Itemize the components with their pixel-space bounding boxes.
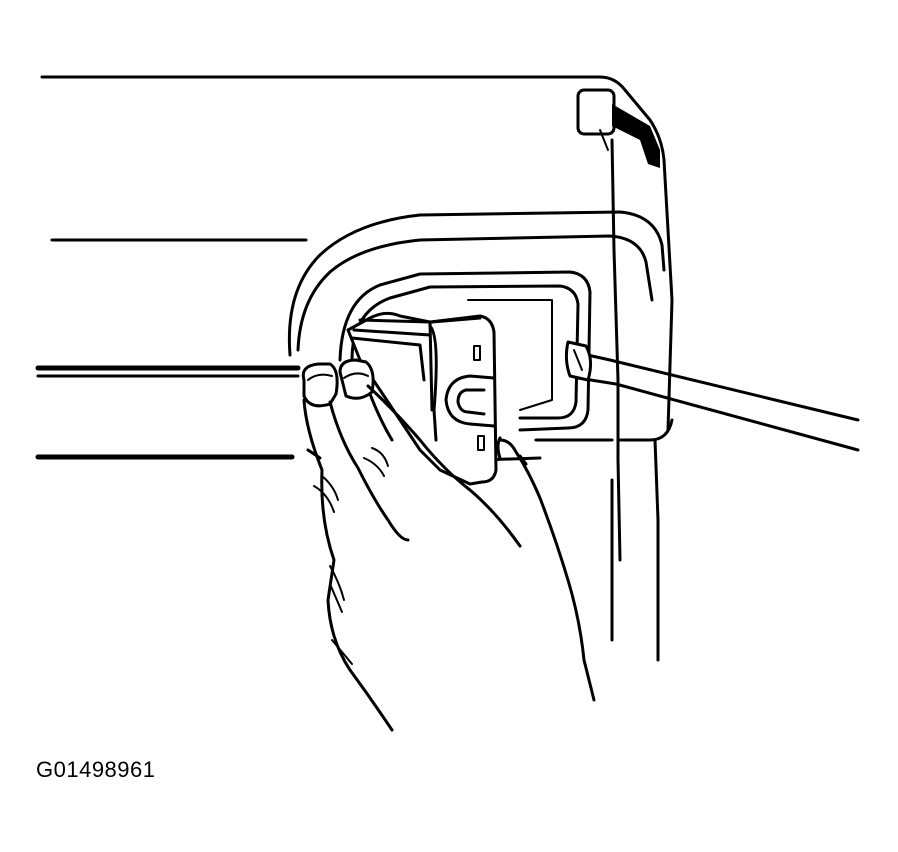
tab-shadow bbox=[612, 104, 660, 168]
hand bbox=[301, 358, 596, 732]
figure-id-label: G01498961 bbox=[36, 757, 156, 782]
panel-tab bbox=[576, 88, 616, 136]
connector-slot-upper bbox=[473, 345, 481, 361]
thumb bbox=[301, 362, 339, 408]
pry-tool bbox=[564, 340, 860, 452]
index-fingertip bbox=[338, 358, 375, 400]
connector-slot-lower bbox=[477, 435, 485, 451]
connector-recess bbox=[287, 210, 666, 462]
electrical-connector bbox=[346, 311, 498, 486]
